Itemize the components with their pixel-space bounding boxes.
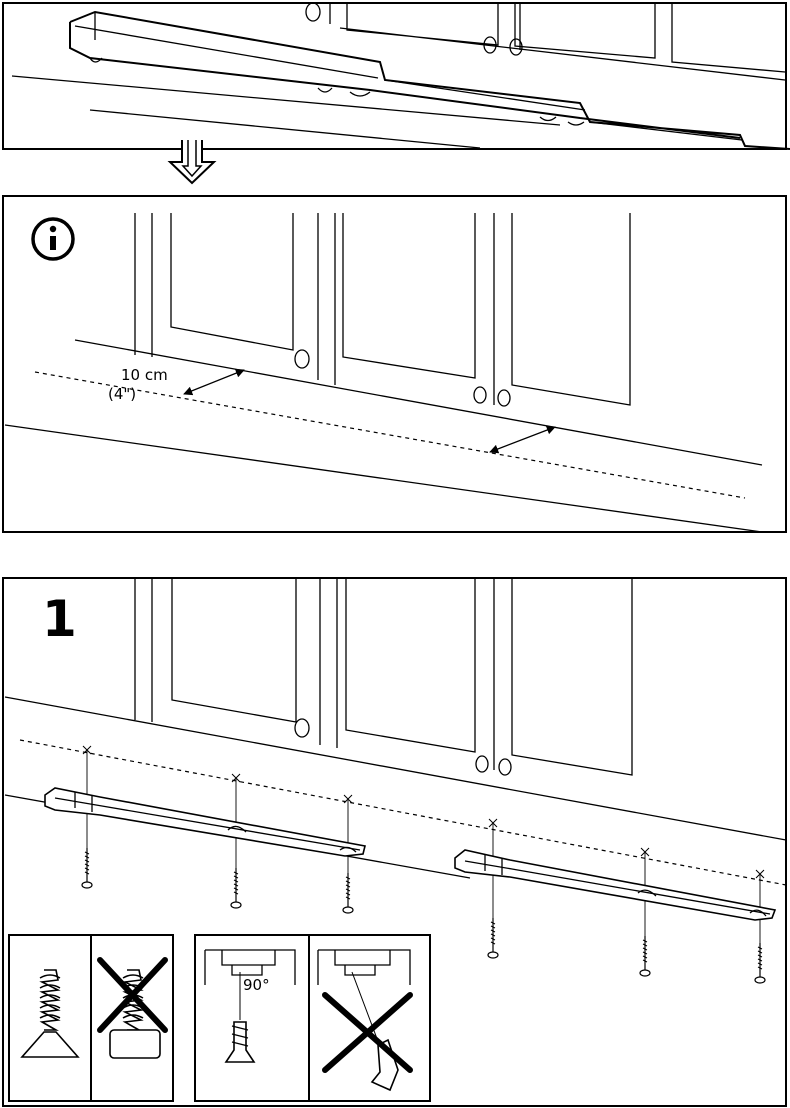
distance-metric-label: 10 cm: [121, 366, 168, 384]
step-number: 1: [42, 590, 77, 648]
screw-correct-icon: [22, 970, 78, 1057]
angle-label: 90°: [243, 976, 270, 994]
distance-imperial-label: (4"): [108, 385, 136, 403]
hint-screw-type: [9, 935, 173, 1101]
hint-screw-angle: 90°: [195, 935, 430, 1101]
down-arrow-icon: [170, 140, 214, 183]
panel-info: 10 cm (4"): [3, 196, 786, 532]
panel-step-1: 1: [3, 578, 786, 1106]
angle-correct-icon: 90°: [205, 950, 295, 1062]
info-icon: [33, 219, 73, 259]
screw-wrong-icon: [100, 960, 165, 1058]
panel-overview: [3, 3, 790, 149]
angle-wrong-icon: [318, 950, 410, 1090]
